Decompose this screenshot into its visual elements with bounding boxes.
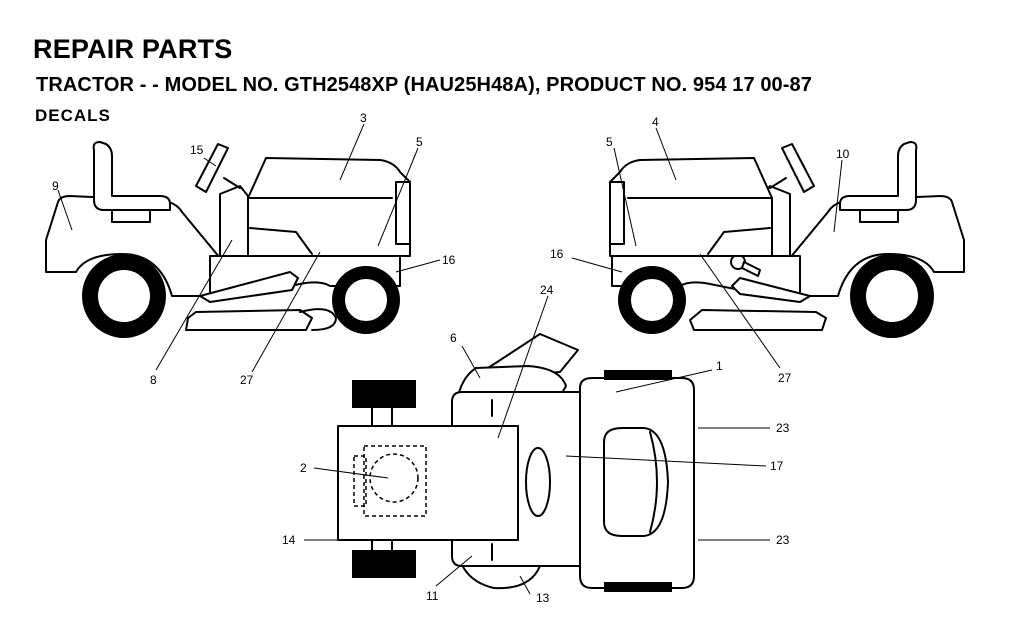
front-tire-top-right <box>352 550 416 578</box>
mower-deck-left <box>185 309 313 331</box>
leader-lines-right <box>571 127 843 369</box>
rear-wheel-hub-right <box>864 268 920 324</box>
callout-9: 9 <box>52 179 59 193</box>
hood-decal-area-dashed <box>363 445 427 517</box>
front-tire-top-left <box>352 380 416 408</box>
callout-17: 17 <box>770 459 784 473</box>
callout-27-left: 27 <box>240 373 254 387</box>
seat-top <box>603 427 669 537</box>
callout-3: 3 <box>360 111 367 125</box>
callout-2: 2 <box>300 461 307 475</box>
hood-decal-circle-dashed <box>369 453 419 503</box>
hood-side-right <box>707 227 771 255</box>
callout-27-right: 27 <box>778 371 792 385</box>
rear-tire-top-right <box>604 582 672 592</box>
callout-24: 24 <box>540 283 554 297</box>
callout-8: 8 <box>150 373 157 387</box>
seat-post-left <box>111 209 151 223</box>
callout-labels: 3 15 5 9 16 8 27 4 5 10 16 27 24 6 1 2 2… <box>52 111 850 605</box>
callout-13: 13 <box>536 591 550 605</box>
callout-11: 11 <box>426 589 439 603</box>
seat-right <box>839 141 918 211</box>
callout-23-bottom: 23 <box>776 533 790 547</box>
rear-wheel-hub-left <box>96 268 152 324</box>
rear-tire-top-left <box>604 370 672 380</box>
tractor-right-side-view <box>571 127 965 369</box>
body-mid-top <box>451 391 591 567</box>
seat-post-right <box>859 209 899 223</box>
callout-4: 4 <box>652 115 659 129</box>
front-wheel-hub-left <box>343 277 389 323</box>
hood-side-left <box>249 227 313 255</box>
mower-deck-right <box>689 309 827 331</box>
steering-wheel-left <box>195 143 229 193</box>
model-subtitle: TRACTOR - - MODEL NO. GTH2548XP (HAU25H4… <box>36 74 812 96</box>
callout-5-right: 5 <box>606 135 613 149</box>
leader-lines-top <box>304 295 770 595</box>
callout-1: 1 <box>716 359 723 373</box>
footrest-left <box>199 271 299 303</box>
callout-10: 10 <box>836 147 850 161</box>
grille-right <box>609 181 625 245</box>
hood-decal-tab-dashed <box>353 455 367 507</box>
discharge-chute-left <box>299 308 337 331</box>
callout-14: 14 <box>282 533 296 547</box>
seat-left <box>92 141 171 211</box>
callout-6: 6 <box>450 331 457 345</box>
hood-right <box>609 157 773 257</box>
callout-23-top: 23 <box>776 421 790 435</box>
callout-16-left: 16 <box>442 253 456 267</box>
footrest-right <box>731 277 811 303</box>
hood-top <box>337 425 519 541</box>
console-left <box>219 185 249 257</box>
leader-lines-left <box>57 123 441 373</box>
callout-16-right: 16 <box>550 247 564 261</box>
page-title: REPAIR PARTS <box>33 34 233 64</box>
steering-column-right <box>769 177 787 189</box>
steering-wheel-right <box>781 143 815 193</box>
tractor-left-side-view <box>45 123 441 373</box>
steering-column-left <box>223 177 241 189</box>
tractor-top-view <box>304 295 770 595</box>
seat-back-top <box>649 431 658 533</box>
grille-left <box>395 181 411 245</box>
steering-wheel-top <box>525 447 551 517</box>
callout-15: 15 <box>190 143 204 157</box>
brake-arm-right <box>741 261 761 277</box>
section-heading: DECALS <box>35 106 111 125</box>
callout-5-left: 5 <box>416 135 423 149</box>
front-wheel-hub-right <box>629 277 675 323</box>
hood-left <box>247 157 411 257</box>
front-axle-top <box>371 407 393 551</box>
